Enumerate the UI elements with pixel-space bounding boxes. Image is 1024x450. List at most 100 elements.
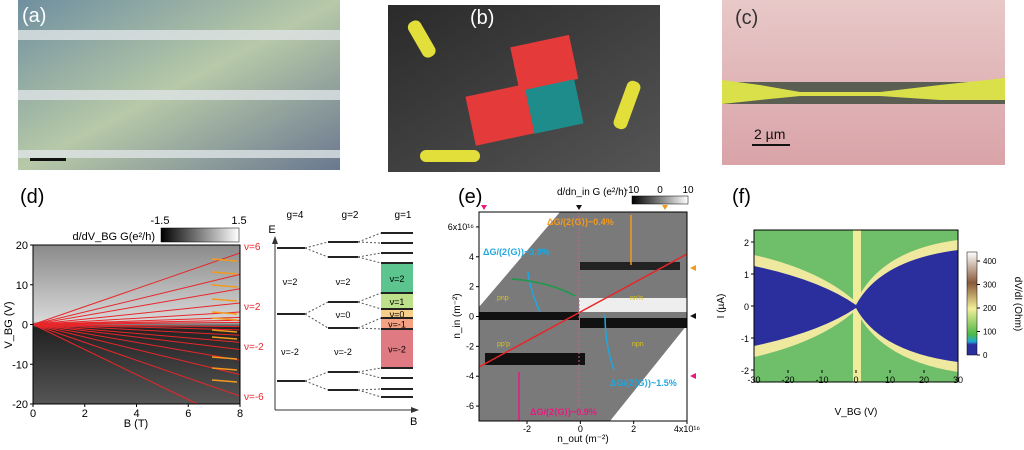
annotation-cyan: ΔG/(2⟨G⟩)~1.5% (610, 378, 677, 388)
colorbar-label-f: dV/dI (Ohm) (1012, 277, 1023, 331)
panel-c: 2 µm (c) (722, 0, 1005, 165)
orange-arrow (211, 356, 238, 360)
y-tick-label: 10 (16, 280, 28, 292)
region-label: pp'p (497, 341, 510, 348)
splitting-line (357, 327, 382, 330)
y-tick-label: -2 (741, 366, 749, 376)
gap-label: ν=-1 (388, 320, 406, 330)
yellow-contact (420, 150, 480, 162)
bridge-strip (18, 90, 340, 100)
splitting-line (357, 256, 382, 264)
colorbar-max-d: 1.5 (231, 215, 246, 227)
splitting-line (304, 371, 329, 382)
sem-image-a (18, 0, 340, 170)
red-gate (510, 34, 579, 92)
blue-region (754, 250, 958, 362)
filling-factor-label: ν=2 (244, 302, 261, 313)
filling-factor-label: ν=6 (244, 242, 261, 253)
panel-label-d: (d) (20, 186, 44, 208)
y-tick-label: 6x10¹⁶ (448, 222, 475, 232)
landau-fan-line (32, 324, 241, 328)
colorbar-d (160, 227, 240, 243)
splitting-line (357, 371, 382, 379)
y-tick-label: -1 (741, 334, 749, 344)
dark-band (580, 262, 680, 270)
panel-label-a: (a) (22, 5, 46, 27)
colorbar-label-e: d/dn_in G (e²/h) (557, 187, 627, 198)
red-gate (465, 84, 535, 146)
landau-fan-line (32, 288, 241, 325)
gap-label: ν=2 (390, 274, 405, 284)
gap-label: ν=-2 (281, 347, 299, 357)
splitting-line (357, 388, 382, 391)
landau-fan-line (32, 324, 241, 351)
colorbar-tick-label: 200 (983, 304, 997, 313)
dark-band (479, 312, 579, 320)
landau-fan-line (32, 324, 241, 331)
yellow-contacts (722, 78, 1005, 104)
orange-arrow (211, 271, 238, 275)
landau-fan-line (32, 324, 198, 405)
x-tick-label: 4x10¹⁶ (674, 424, 701, 434)
scale-bar-label: 2 µm (754, 126, 785, 142)
x-tick-label: -20 (781, 375, 794, 385)
landau-fan-line (32, 311, 241, 325)
yellow-contact (407, 20, 436, 58)
y-tick-label: -6 (466, 401, 474, 411)
x-tick-label: 0 (30, 408, 36, 420)
panel-label-e: (e) (458, 186, 482, 208)
scale-bar (752, 144, 790, 146)
x-tick-label: 2 (631, 424, 636, 434)
landau-fan-line (32, 302, 241, 325)
x-tick-label: 8 (237, 408, 243, 420)
gap-label: ν=1 (390, 297, 405, 307)
colorbar-f (966, 251, 978, 356)
red-diagonal-line (478, 253, 688, 368)
y-tick-label: 2 (469, 282, 474, 292)
x-tick-label: -2 (523, 424, 531, 434)
splitting-line (357, 292, 382, 303)
panel-d: (d) -1.5 1.5 d/dV_BG G(e²/h) B (T) V_BG … (3, 186, 264, 430)
colorbar-min-d: -1.5 (151, 215, 170, 227)
panel-label-b: (b) (470, 7, 494, 29)
panel-b: (b) (388, 5, 660, 172)
x-tick-label: 0 (578, 424, 583, 434)
gap-label: ν=2 (336, 277, 351, 287)
annotation-cyan: ΔG/(2⟨G⟩)~3.0% (483, 247, 550, 257)
landau-fan-line (32, 324, 241, 376)
orange-arrow (211, 284, 238, 288)
splitting-line (357, 241, 382, 244)
orange-arrow (211, 298, 238, 302)
marker-triangle-icon (690, 373, 696, 379)
degeneracy-label: g=1 (395, 210, 412, 221)
colorbar-tick-label: 400 (983, 257, 997, 266)
ylabel-f: I (µA) (716, 294, 727, 319)
xlabel-e: n_out (m⁻²) (557, 434, 608, 445)
y-tick-label: 1 (744, 270, 749, 280)
splitting-line (304, 380, 329, 391)
gap-label: ν=-2 (334, 347, 352, 357)
colorbar-tick-label: 300 (983, 281, 997, 290)
orange-arrow (211, 379, 238, 383)
bright-band (579, 298, 687, 312)
yellow-band (754, 240, 958, 308)
marker-triangle-icon (662, 205, 668, 210)
ylabel-d: V_BG (V) (3, 301, 15, 348)
filling-factor-label: ν=-2 (244, 342, 264, 353)
yellow-contact (613, 80, 641, 130)
yellow-band (754, 304, 958, 372)
splitting-line (304, 241, 329, 249)
filling-gap (381, 329, 413, 368)
region-label: nn'n (630, 295, 643, 302)
marker-triangle-icon (690, 313, 696, 319)
splitting-line (304, 301, 329, 315)
splitting-line (357, 317, 382, 329)
bridge-strip (18, 150, 340, 158)
x-tick-label: 20 (919, 375, 929, 385)
xlabel-d: B (T) (124, 418, 148, 430)
degeneracy-label: g=2 (342, 210, 359, 221)
colorbar-e (631, 195, 689, 205)
y-tick-label: 20 (16, 240, 28, 252)
orange-arrow (211, 367, 238, 371)
